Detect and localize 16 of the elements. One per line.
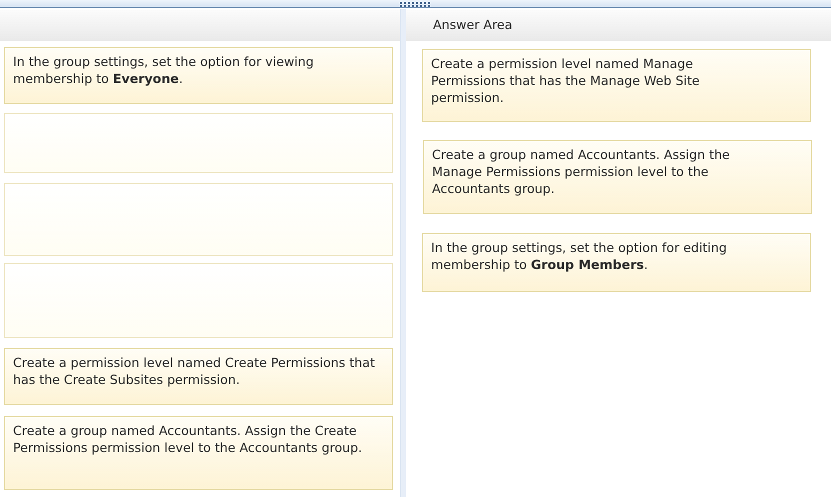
- option-card: [423, 140, 812, 214]
- option-text: Create a group named Accountants. Assign the Create Permissions permission level to the Accountants group.: [13, 422, 364, 456]
- option-card: [4, 416, 393, 490]
- option-text: Create a permission level named Manage Permissions that has the Manage Web Site permission.: [431, 55, 701, 106]
- option-text: In the group settings, set the option for editing membership to Group Members.: [431, 239, 728, 273]
- panel-heading: Answer Area: [433, 17, 512, 32]
- option-card: [422, 233, 811, 292]
- empty-drop-slot: [4, 263, 393, 338]
- empty-drop-slot: [4, 113, 393, 173]
- option-text: Create a group named Accountants. Assign the Manage Permissions permission level to the Accountants group.: [432, 146, 731, 197]
- option-card: [422, 49, 811, 122]
- empty-drop-slot: [4, 183, 393, 256]
- option-card: [4, 47, 393, 104]
- option-text: In the group settings, set the option for viewing membership to Everyone.: [13, 53, 315, 87]
- option-text: Create a permission level named Create Permissions that has the Create Subsites permission.: [13, 354, 376, 388]
- option-card: [4, 348, 393, 405]
